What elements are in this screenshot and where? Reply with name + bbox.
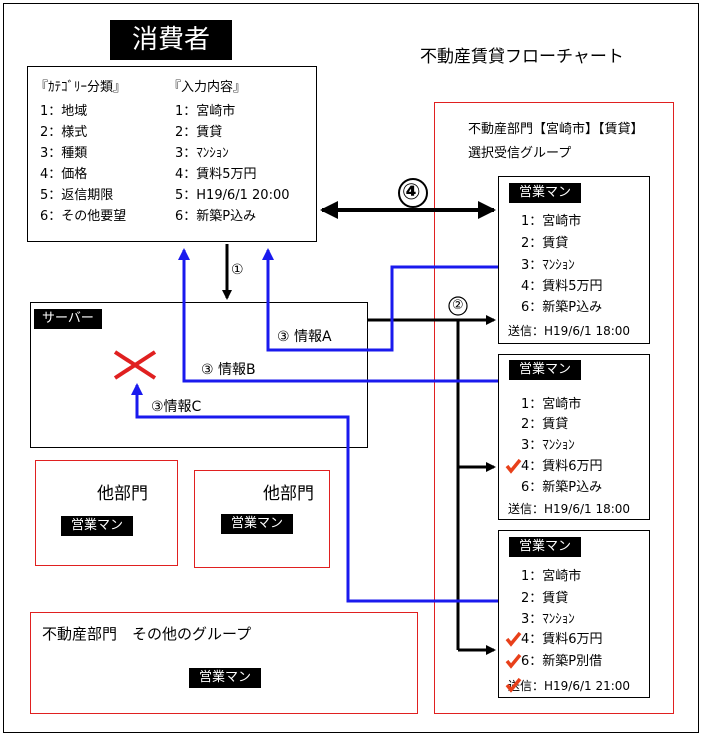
input-item: 4：賃料5万円 xyxy=(175,167,257,182)
salesman-item: 1：宮崎市 xyxy=(521,569,582,584)
category-item: 1：地域 xyxy=(40,104,88,119)
salesman-item: 2：賃貸 xyxy=(521,236,569,251)
category-item: 3：種類 xyxy=(40,146,88,161)
check-icon xyxy=(505,653,522,669)
input-header: 『入力内容』 xyxy=(168,80,247,95)
other-group-staff: 営業マン xyxy=(189,668,262,688)
other-dept-box xyxy=(35,460,178,566)
consumer-box xyxy=(27,66,317,242)
salesman-item: 3：ﾏﾝｼｮﾝ xyxy=(521,612,575,627)
check-icon xyxy=(505,677,522,693)
input-item: 1：宮崎市 xyxy=(175,104,236,119)
step4-circle xyxy=(398,178,428,208)
info-a-label: ③ 情報A xyxy=(277,329,332,345)
category-item: 2：様式 xyxy=(40,125,88,140)
outer-frame xyxy=(3,3,699,733)
other-dept-title: 他部門 xyxy=(97,484,148,504)
salesman-item: 1：宮崎市 xyxy=(521,397,582,412)
info-c-label: ③情報C xyxy=(151,399,202,415)
info-b-label: ③ 情報B xyxy=(201,362,256,378)
chart-title: 不動産賃貸フローチャート xyxy=(420,47,624,67)
salesman-box xyxy=(498,354,650,520)
other-group-title: 不動産部門 その他のグループ xyxy=(42,625,252,643)
salesman-sent: 送信：H19/6/1 18:00 xyxy=(508,324,631,338)
selected-group-title: 不動産部門【宮崎市】【賃貸】 xyxy=(468,122,644,137)
other-dept-staff: 営業マン xyxy=(221,514,294,534)
info-c-line xyxy=(131,383,498,603)
step4-label: ④ xyxy=(402,180,421,205)
input-item: 5：H19/6/1 20:00 xyxy=(175,188,290,203)
input-item: 3：ﾏﾝｼｮﾝ xyxy=(175,146,229,161)
salesman-sent: 送信：H19/6/1 21:00 xyxy=(508,679,631,693)
info-b-line xyxy=(178,248,498,383)
salesman-item: 4：賃料6万円 xyxy=(521,632,603,647)
salesman-item: 4：賃料5万円 xyxy=(521,279,603,294)
consumer-title: 消費者 xyxy=(110,20,233,60)
salesman-sent: 送信：H19/6/1 18:00 xyxy=(508,502,631,516)
selected-group-subtitle: 選択受信グループ xyxy=(468,146,572,161)
salesman-box xyxy=(498,530,650,698)
category-item: 4：価格 xyxy=(40,167,88,182)
info-a-line xyxy=(262,248,498,352)
check-icon xyxy=(505,458,522,474)
category-header: 『ｶﾃｺﾞﾘｰ分類』 xyxy=(35,80,127,95)
input-item: 6：新築P込み xyxy=(175,209,257,224)
server-label: サーバー xyxy=(34,309,102,329)
salesman-item: 6：新築P込み xyxy=(521,300,603,315)
salesman-item: 4：賃料6万円 xyxy=(521,459,603,474)
salesman-item: 3：ﾏﾝｼｮﾝ xyxy=(521,438,575,453)
salesman-item: 3：ﾏﾝｼｮﾝ xyxy=(521,258,575,273)
salesman-item: 2：賃貸 xyxy=(521,591,569,606)
salesman-label: 営業マン xyxy=(509,537,582,557)
step1-label: ① xyxy=(231,262,244,278)
salesman-label: 営業マン xyxy=(509,183,582,203)
salesman-item: 6：新築P込み xyxy=(521,480,603,495)
check-icon xyxy=(505,631,522,647)
step2-label: ② xyxy=(452,298,464,313)
step2-circle xyxy=(448,296,468,316)
category-item: 6：その他要望 xyxy=(40,209,127,224)
salesman-item: 6：新築P別借 xyxy=(521,654,603,669)
salesman-item: 2：賃貸 xyxy=(521,417,569,432)
salesman-box xyxy=(498,176,650,344)
other-group-box xyxy=(30,612,418,714)
input-item: 2：賃貸 xyxy=(175,125,223,140)
other-dept-title: 他部門 xyxy=(263,484,314,504)
salesman-item: 1：宮崎市 xyxy=(521,214,582,229)
other-dept-box xyxy=(194,470,330,568)
salesman-label: 営業マン xyxy=(509,360,582,380)
other-dept-staff: 営業マン xyxy=(61,516,134,536)
category-item: 5：返信期限 xyxy=(40,188,114,203)
blocked-x-icon xyxy=(113,350,157,380)
